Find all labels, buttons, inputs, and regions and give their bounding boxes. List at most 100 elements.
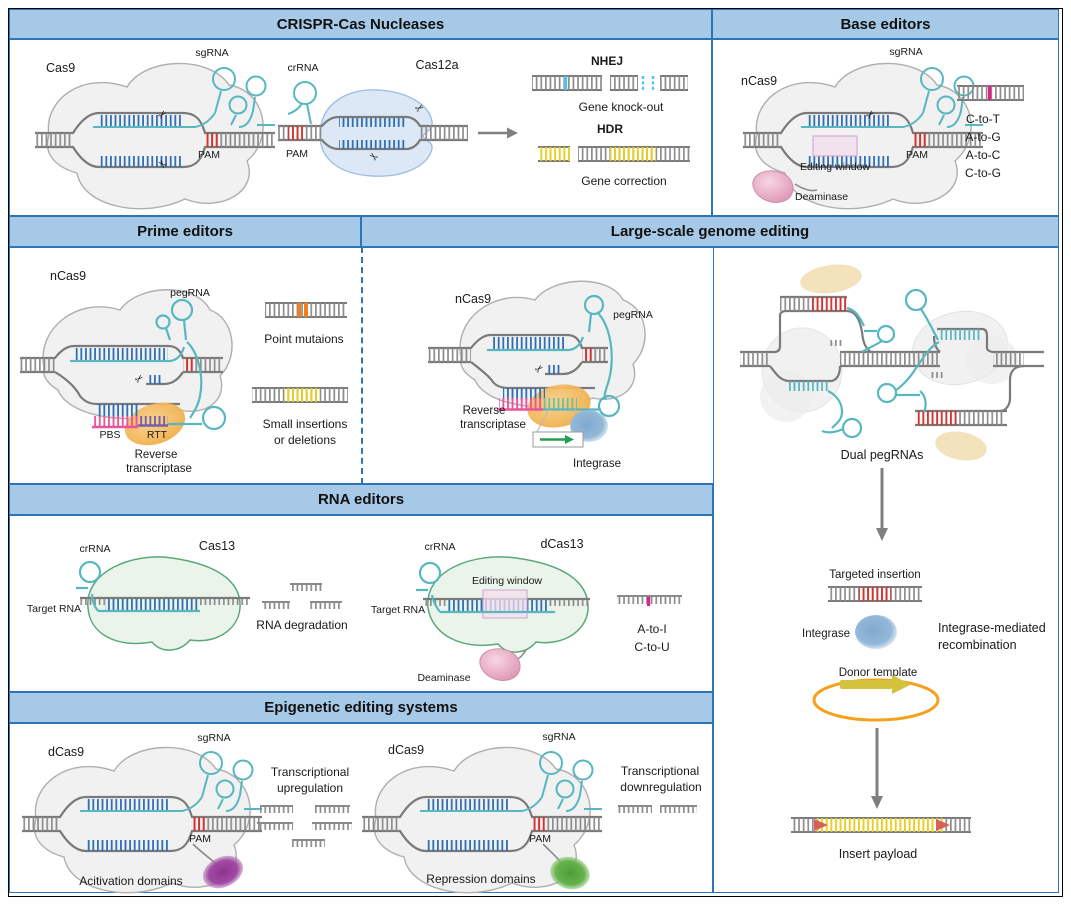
flow-arrow-1 bbox=[876, 468, 888, 541]
panel-epigenetic: dCas9 sgRNA PAM Acitivation domains Tran… bbox=[9, 723, 713, 894]
pam-label: PAM bbox=[189, 833, 211, 845]
panel-title: Large-scale genome editing bbox=[610, 223, 810, 240]
nicked-strand-flap bbox=[54, 371, 180, 406]
downregulation-line1: Transcriptional bbox=[621, 764, 699, 778]
panel-title: Epigenetic editing systems bbox=[264, 699, 458, 716]
target-rna-label: Target RNA bbox=[371, 604, 425, 616]
conversion-1: C-to-T bbox=[966, 112, 1001, 126]
outcome-arrow bbox=[478, 127, 518, 139]
header-epigenetic: Epigenetic editing systems bbox=[9, 692, 713, 723]
att-junction-left bbox=[814, 819, 828, 831]
deaminase-blob bbox=[479, 648, 521, 681]
conversion-2: C-to-U bbox=[634, 640, 669, 654]
attp-tan-blob bbox=[800, 264, 862, 294]
rt-label-line2: transcriptase bbox=[126, 463, 192, 475]
header-large-scale: Large-scale genome editing bbox=[361, 216, 1059, 247]
cas13-complex: crRNA Cas13 Target RNA bbox=[27, 539, 250, 651]
panel-rna-editors: crRNA Cas13 Target RNA RNA degradation c… bbox=[9, 515, 713, 692]
sgrna-label: sgRNA bbox=[542, 731, 575, 743]
pam-label: PAM bbox=[906, 149, 928, 161]
deaminase-label: Deaminase bbox=[795, 191, 848, 203]
panel-large-scale-editor: ✂ nCas9 pegRNA Reverse transcriptase Int… bbox=[361, 247, 713, 484]
ncas9-base-complex: ✂ nCas9 sgRNA PAM Editing window Deamina… bbox=[741, 46, 985, 210]
small-indels-line2: or deletions bbox=[274, 433, 336, 447]
crrna bbox=[416, 561, 555, 614]
dcas13-label: dCas13 bbox=[540, 537, 583, 551]
hdr-label: HDR bbox=[597, 122, 623, 136]
integrase-step: Integrase Integrase-mediated recombinati… bbox=[802, 615, 1046, 652]
dcas9-activation-complex: dCas9 sgRNA PAM Acitivation domains bbox=[20, 732, 264, 894]
activation-domain-blob bbox=[202, 855, 244, 889]
header-crispr-nucleases: CRISPR-Cas Nucleases bbox=[9, 9, 712, 39]
header-rna-editors: RNA editors bbox=[9, 484, 713, 515]
target-rna-label: Target RNA bbox=[27, 603, 81, 615]
editing-window-box bbox=[482, 589, 528, 619]
panel-base-editors: ✂ nCas9 sgRNA PAM Editing window Deamina… bbox=[712, 39, 1059, 216]
ncas9-label: nCas9 bbox=[741, 74, 777, 88]
ncas9-label: nCas9 bbox=[50, 269, 86, 283]
panel-crispr-nucleases: ✂ ✂ Cas9 sgRNA PAM ✂ ✂ crRNA Cas12a PAM … bbox=[9, 39, 712, 216]
pegrna-label: pegRNA bbox=[170, 287, 210, 299]
integrase-label: Integrase bbox=[573, 458, 621, 470]
header-base-editors: Base editors bbox=[712, 9, 1059, 39]
point-mutations-label: Point mutaions bbox=[264, 332, 343, 346]
nhej-dna-broken bbox=[610, 75, 688, 91]
pegrna bbox=[70, 298, 227, 431]
conversion-1: A-to-I bbox=[637, 622, 666, 636]
pam-label: PAM bbox=[286, 148, 308, 160]
crrna bbox=[76, 560, 200, 613]
integrase-label: Integrase bbox=[802, 628, 850, 640]
editing-window-box bbox=[812, 135, 858, 157]
cas9-label: Cas9 bbox=[46, 61, 75, 75]
insert-payload: Insert payload bbox=[791, 817, 971, 861]
flow-arrow-2 bbox=[871, 728, 883, 809]
rna-degradation-fragments: RNA degradation bbox=[256, 583, 348, 632]
crrna-label: crRNA bbox=[288, 62, 319, 74]
ncas9-label: nCas9 bbox=[455, 292, 491, 306]
base-edit-result: C-to-T A-to-G A-to-C C-to-G bbox=[957, 85, 1024, 180]
cas12a-complex: ✂ ✂ crRNA Cas12a PAM bbox=[278, 58, 468, 177]
pam-label: PAM bbox=[529, 833, 551, 845]
panel-title: CRISPR-Cas Nucleases bbox=[276, 15, 445, 33]
rna-degradation-label: RNA degradation bbox=[256, 618, 347, 632]
conversion-3: A-to-C bbox=[966, 148, 1001, 162]
hdr-donor-fragment bbox=[538, 146, 570, 162]
deaminase-blob bbox=[752, 170, 794, 203]
dcas13-complex: crRNA dCas13 Editing window Target RNA D… bbox=[371, 537, 590, 684]
prime-editor-complex: ✂ nCas9 pegRNA PBS RTT Reverse transcrip… bbox=[20, 269, 233, 475]
downregulation-line2: downregulation bbox=[620, 780, 701, 794]
figure-frame: CRISPR-Cas Nucleases Base editors Prime … bbox=[8, 8, 1063, 897]
conversion-4: C-to-G bbox=[965, 166, 1001, 180]
cas9-complex: ✂ ✂ Cas9 sgRNA PAM bbox=[33, 47, 277, 210]
upregulation-line2: upregulation bbox=[277, 781, 343, 795]
correction-label: Gene correction bbox=[581, 174, 666, 188]
knockout-label: Gene knock-out bbox=[579, 100, 664, 114]
pbs-label: PBS bbox=[99, 429, 120, 441]
dcas9-repression-complex: dCas9 sgRNA PAM Repression domains bbox=[360, 731, 604, 894]
nhej-label: NHEJ bbox=[591, 54, 623, 68]
editing-window-label: Editing window bbox=[800, 161, 870, 173]
dual-pegrnas-label: Dual pegRNAs bbox=[841, 448, 924, 462]
hdr-outcome: HDR Gene correction bbox=[538, 122, 690, 188]
integrase-blob bbox=[855, 615, 897, 649]
rt-label-line1: Reverse bbox=[135, 449, 178, 461]
sgrna-label: sgRNA bbox=[195, 47, 228, 59]
prime-results: Point mutaions Small insertions or delet… bbox=[252, 302, 348, 447]
nhej-dna-intact bbox=[532, 75, 602, 91]
hdr-dna-corrected bbox=[578, 146, 690, 162]
editing-window-label: Editing window bbox=[472, 575, 542, 587]
header-prime-editors: Prime editors bbox=[9, 216, 361, 247]
small-indels-line1: Small insertions bbox=[263, 417, 348, 431]
dcas9-label: dCas9 bbox=[48, 745, 84, 759]
att-site-arrow bbox=[565, 435, 574, 444]
insert-payload-label: Insert payload bbox=[839, 847, 918, 861]
crrna-label: crRNA bbox=[80, 543, 111, 555]
sgrna-label: sgRNA bbox=[197, 732, 230, 744]
donor-template: Donor template bbox=[812, 667, 940, 722]
targeted-insertion: Targeted insertion bbox=[828, 569, 922, 602]
nhej-outcome: NHEJ Gene knock-out bbox=[532, 54, 688, 114]
dual-pegrna-figure: Dual pegRNAs bbox=[740, 264, 1044, 462]
targeted-insertion-label: Targeted insertion bbox=[829, 569, 920, 581]
crrna-label: crRNA bbox=[425, 541, 456, 553]
